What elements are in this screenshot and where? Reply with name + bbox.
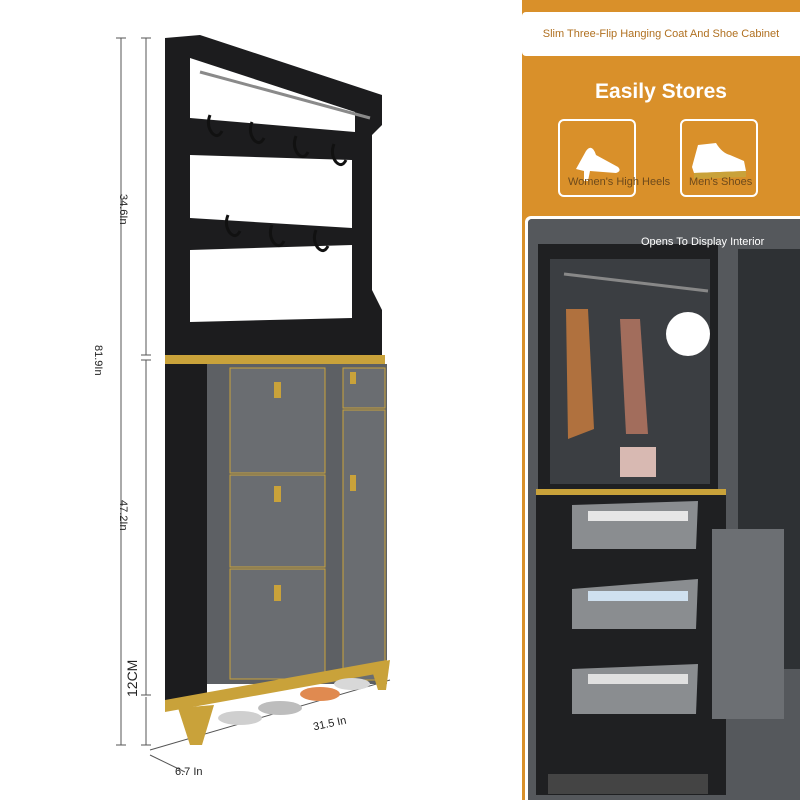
gold-countertop xyxy=(165,355,385,364)
total-height-label: 81.9In xyxy=(92,345,104,376)
depth-label: 6.7 In xyxy=(175,766,203,778)
feature-men-shoes xyxy=(680,119,758,197)
sneaker-icon xyxy=(692,143,746,179)
lower-shoe-cabinet xyxy=(165,364,390,745)
cabinet-illustration xyxy=(116,35,391,773)
interior-photo xyxy=(528,219,800,800)
feature-heading: Easily Stores xyxy=(595,80,727,103)
title-banner: Slim Three-Flip Hanging Coat And Shoe Ca… xyxy=(522,12,800,56)
open-cabinet-photo xyxy=(528,219,800,800)
product-diagram: 34.6In 81.9In 47.2In 12CM 31.5 In 6.7 In xyxy=(92,35,391,778)
high-heel-icon xyxy=(576,147,620,181)
product-title: Slim Three-Flip Hanging Coat And Shoe Ca… xyxy=(542,28,780,40)
feature-women-heels xyxy=(558,119,636,197)
photo-caption: Opens To Display Interior xyxy=(641,236,765,248)
upper-height-label: 34.6In xyxy=(117,194,129,225)
feature-label-women: Women's High Heels xyxy=(568,176,671,188)
upper-coat-frame xyxy=(165,35,382,355)
depth-line xyxy=(149,754,186,773)
feature-label-men: Men's Shoes xyxy=(689,176,753,188)
leg-height-label: 12CM xyxy=(124,659,140,697)
lower-height-label: 47.2In xyxy=(117,500,129,531)
